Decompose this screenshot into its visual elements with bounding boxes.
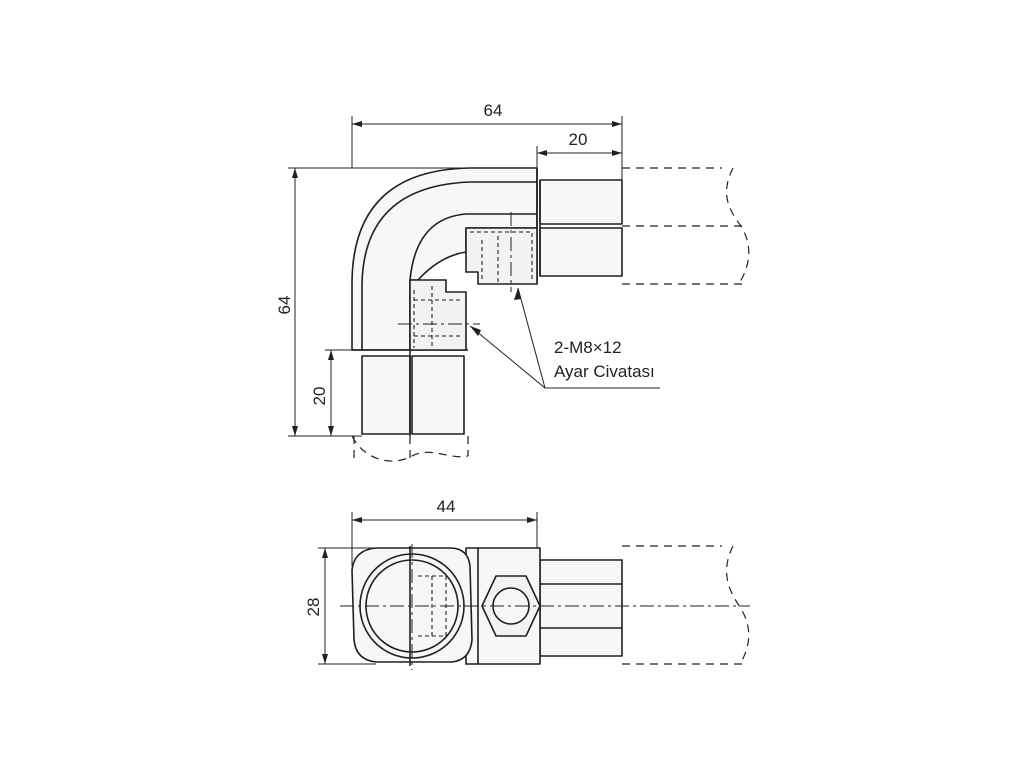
right-socket-lower xyxy=(539,227,623,277)
top-view: 44 28 xyxy=(304,497,750,670)
phantom-tube-right xyxy=(622,167,750,285)
dim-front-branch-length: 20 xyxy=(536,130,622,168)
phantom-tube-bottom xyxy=(351,435,469,464)
callout-leader xyxy=(469,287,660,389)
callout-line-2: Ayar Civatası xyxy=(554,362,655,381)
elbow-inner-arc xyxy=(361,181,537,350)
dim-front-branch-height: 20 xyxy=(310,349,352,436)
bottom-nut xyxy=(409,279,467,351)
dim-top-width-label: 44 xyxy=(437,497,456,516)
right-nut-hidden xyxy=(470,231,533,280)
dim-front-height: 64 xyxy=(275,167,470,437)
top-phantom-tube xyxy=(622,545,750,665)
dim-front-width: 64 xyxy=(351,101,623,180)
dim-front-height-label: 64 xyxy=(275,296,294,315)
callout-line-1: 2-M8×12 xyxy=(554,338,622,357)
right-socket-upper xyxy=(539,179,623,225)
front-view: 64 20 64 20 2-M8×12 Ayar Civ xyxy=(275,101,750,464)
dim-front-branch-height-label: 20 xyxy=(310,387,329,406)
dim-top-width: 44 xyxy=(351,497,538,566)
top-side-socket xyxy=(539,559,623,657)
bottom-socket-left xyxy=(361,355,411,435)
right-nut xyxy=(465,227,538,285)
dim-front-width-label: 64 xyxy=(484,101,503,120)
bottom-socket-right xyxy=(411,355,465,435)
dim-front-branch-length-label: 20 xyxy=(569,130,588,149)
elbow-inner-arc-2 xyxy=(409,213,537,281)
dim-top-depth-label: 28 xyxy=(304,598,323,617)
dim-top-depth: 28 xyxy=(304,547,376,665)
